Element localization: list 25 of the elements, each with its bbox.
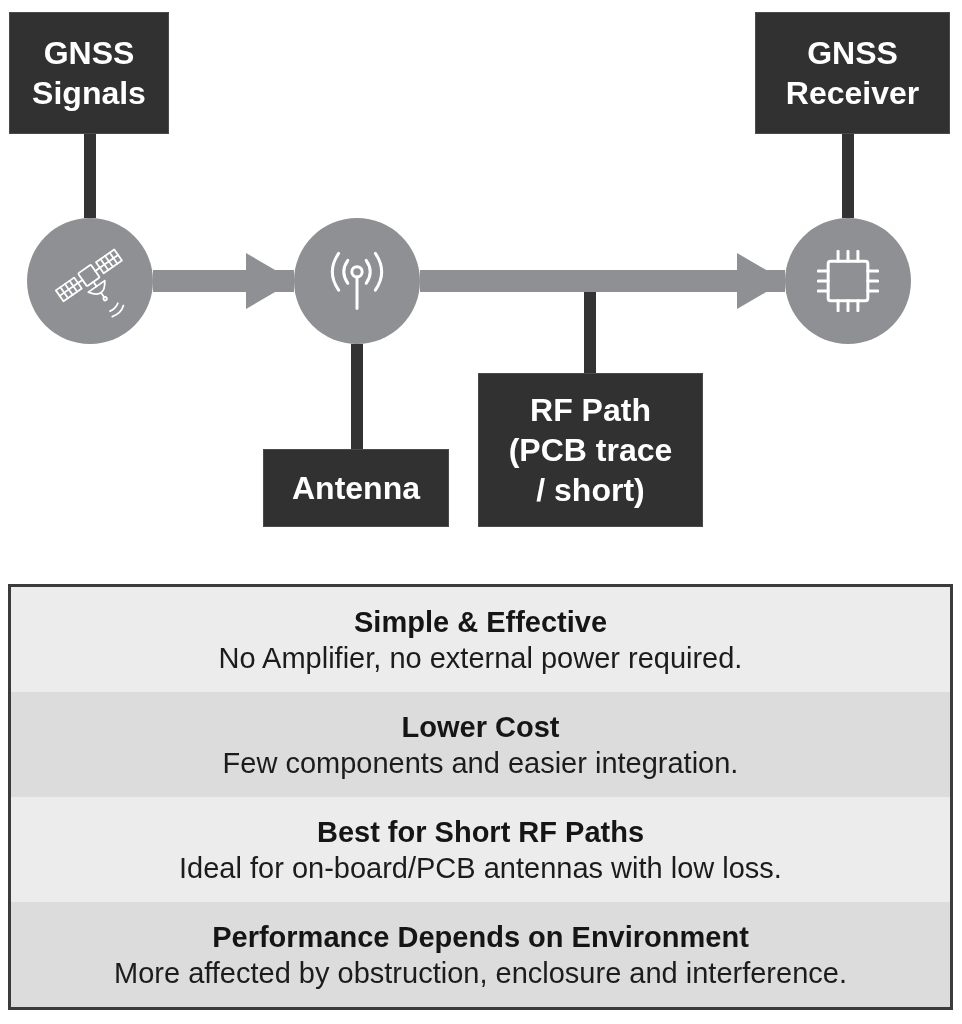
connector-line [351,344,363,449]
label-box [263,449,449,527]
connector-line [84,134,96,218]
band-description: Ideal for on-board/PCB antennas with low loss. [179,850,782,886]
label-box [478,373,703,527]
band-heading: Performance Depends on Environment [212,919,749,955]
connector-line [584,292,596,373]
feature-panel [8,584,953,1010]
feature-band [11,902,950,1007]
callout-label: Antenna [292,469,420,508]
band-description: Few components and easier integration. [222,745,739,781]
band-description: More affected by obstruction, enclosure and interference. [114,955,847,991]
band-description: No Amplifier, no external power required. [218,640,743,676]
callout-label: GNSS Signals [31,34,147,113]
label-box [755,12,950,134]
arrow [420,253,785,309]
callout-label: GNSS Receiver [784,34,921,113]
label-box [9,12,169,134]
band-heading: Best for Short RF Paths [316,814,645,850]
connector-line [842,134,854,218]
callout-label: RF Path (PCB trace / short) [507,391,674,510]
arrow [153,253,294,309]
band-heading: Lower Cost [401,709,560,745]
band-heading: Simple & Effective [354,604,607,640]
feature-band [11,692,950,797]
